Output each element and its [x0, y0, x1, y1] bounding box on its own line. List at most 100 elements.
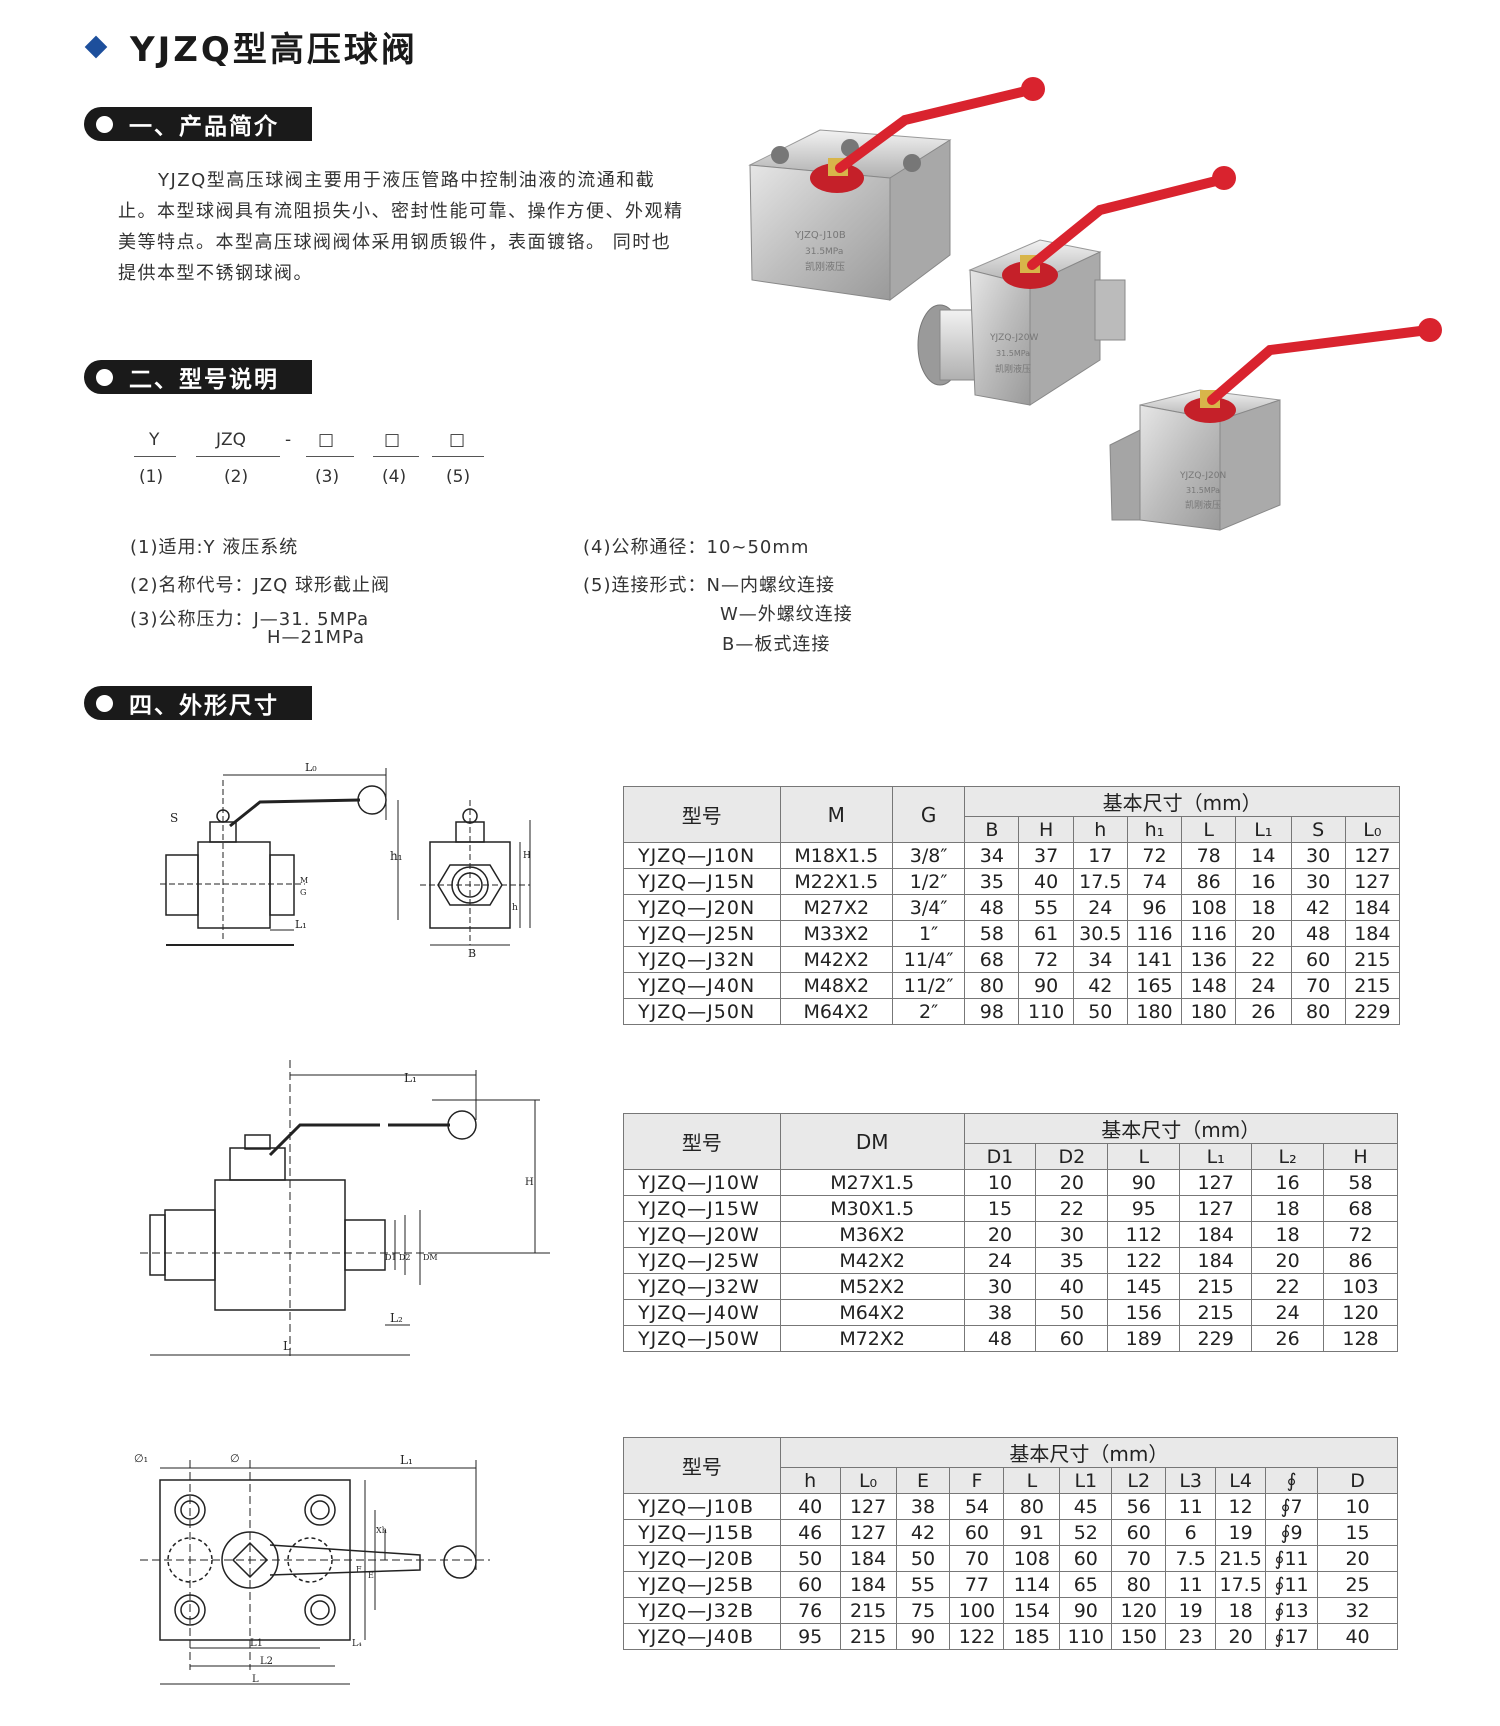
value-cell: 165 [1126, 972, 1183, 999]
value-cell: 15 [963, 1195, 1037, 1222]
sub-header: L3 [1165, 1467, 1217, 1494]
code-underline [306, 456, 354, 457]
bullet-icon [96, 368, 113, 386]
value-cell: 22 [1235, 946, 1292, 973]
value-cell: 90 [895, 1623, 951, 1650]
value-cell: 24 [1235, 972, 1292, 999]
desc-item: (2)名称代号：JZQ 球形截止阀 [130, 575, 391, 596]
dim-label: L [252, 1674, 259, 1685]
value-cell: 122 [1107, 1247, 1181, 1274]
dim-label: ∅ [230, 1452, 240, 1465]
value-cell: 61 [1018, 920, 1074, 947]
header-model: 型号 [623, 1113, 781, 1170]
value-cell: 114 [1003, 1571, 1061, 1598]
value-cell: 17.5 [1215, 1571, 1267, 1598]
value-cell: 14 [1235, 842, 1292, 869]
value-cell: 184 [839, 1571, 897, 1598]
desc-item: (4)公称通径：10~50mm [583, 537, 810, 558]
dim-label: L₄ [352, 1639, 362, 1649]
model-cell: YJZQ—J20N [623, 894, 781, 921]
value-cell: 26 [1235, 998, 1292, 1025]
header-m: M [779, 786, 894, 843]
value-cell: 52 [1059, 1519, 1113, 1546]
dim-label: DM [423, 1253, 438, 1262]
value-cell: 184 [1179, 1247, 1253, 1274]
value-cell: 127 [1179, 1169, 1253, 1196]
value-cell: M22X1.5 [779, 868, 894, 895]
dim-label: H [525, 1177, 534, 1188]
value-cell: 42 [1072, 972, 1128, 999]
value-cell: 189 [1107, 1325, 1181, 1352]
value-cell: 65 [1059, 1571, 1113, 1598]
dim-label: L₁ [295, 918, 307, 931]
value-cell: 74 [1126, 868, 1183, 895]
value-cell: 136 [1181, 946, 1237, 973]
desc-item: B—板式连接 [722, 634, 831, 655]
value-cell: 68 [964, 946, 1020, 973]
model-cell: YJZQ—J25N [623, 920, 781, 947]
code-number: (5) [446, 467, 471, 487]
value-cell: 38 [895, 1493, 951, 1520]
model-cell: YJZQ—J40N [623, 972, 781, 999]
value-cell: 11/2″ [892, 972, 966, 999]
value-cell: 1/2″ [892, 868, 966, 895]
value-cell: 60 [1059, 1545, 1113, 1572]
header-model: 型号 [623, 786, 781, 843]
value-cell: 185 [1003, 1623, 1061, 1650]
value-cell: 128 [1323, 1325, 1398, 1352]
value-cell: 215 [1344, 946, 1401, 973]
code-number: (2) [224, 467, 249, 487]
value-cell: 60 [1035, 1325, 1109, 1352]
value-cell: 145 [1107, 1273, 1181, 1300]
code-part: - [285, 430, 292, 450]
value-cell: 229 [1344, 998, 1401, 1025]
value-cell: 98 [964, 998, 1020, 1025]
value-cell: 20 [963, 1221, 1037, 1248]
engraving: 31.5MPa [1186, 486, 1220, 495]
sub-header: L [1003, 1467, 1061, 1494]
model-cell: YJZQ—J10W [623, 1169, 781, 1196]
value-cell: 127 [1179, 1195, 1253, 1222]
dim-label: G [300, 888, 306, 897]
value-cell: 127 [1344, 842, 1401, 869]
value-cell: 20 [1035, 1169, 1109, 1196]
value-cell: 19 [1215, 1519, 1267, 1546]
value-cell: 34 [964, 842, 1020, 869]
value-cell: 215 [839, 1623, 897, 1650]
value-cell: M18X1.5 [779, 842, 894, 869]
sub-header: D [1317, 1467, 1398, 1494]
value-cell: 10 [963, 1169, 1037, 1196]
value-cell: 60 [1111, 1519, 1167, 1546]
value-cell: M48X2 [779, 972, 894, 999]
desc-item: (1)适用:Y 液压系统 [130, 537, 299, 558]
value-cell: M72X2 [779, 1325, 965, 1352]
code-number: (1) [139, 467, 164, 487]
sub-header: L₀ [1344, 816, 1401, 843]
value-cell: 58 [964, 920, 1020, 947]
sub-header: L2 [1111, 1467, 1167, 1494]
sub-header: h₁ [1126, 816, 1183, 843]
value-cell: 180 [1126, 998, 1183, 1025]
value-cell: 50 [779, 1545, 841, 1572]
value-cell: 127 [839, 1493, 897, 1520]
value-cell: 26 [1251, 1325, 1325, 1352]
value-cell: 35 [1035, 1247, 1109, 1274]
value-cell: 86 [1323, 1247, 1398, 1274]
value-cell: 80 [1003, 1493, 1061, 1520]
section-header-intro: 一、产品简介 [84, 107, 312, 141]
value-cell: 110 [1018, 998, 1074, 1025]
value-cell: M64X2 [779, 998, 894, 1025]
value-cell: 60 [949, 1519, 1005, 1546]
engraving: 凯刚液压 [1185, 499, 1221, 511]
model-cell: YJZQ—J40W [623, 1299, 781, 1326]
value-cell: 7.5 [1165, 1545, 1217, 1572]
